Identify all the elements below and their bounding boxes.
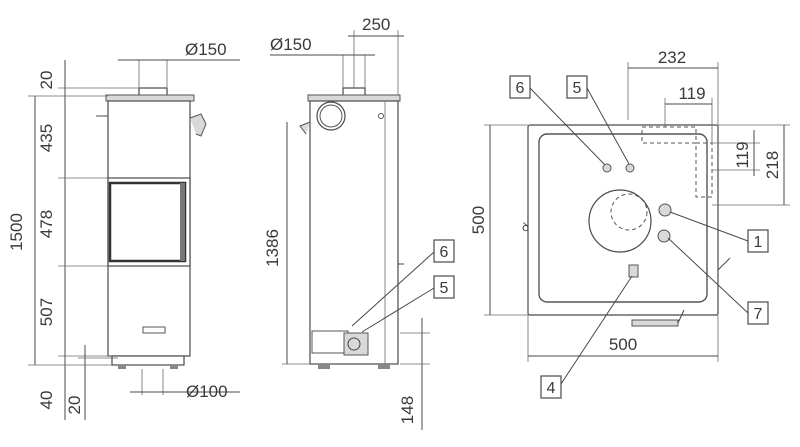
front-foot-right [170, 365, 178, 369]
top-dim-119-right: 119 [733, 141, 752, 168]
top-component-6 [602, 163, 612, 173]
front-window-frame [107, 177, 191, 267]
top-label-7: 7 [754, 306, 763, 323]
top-label-4: 4 [547, 380, 556, 397]
top-flue-outlet-inner [610, 193, 648, 231]
side-leader-5 [361, 287, 435, 333]
side-handle [299, 121, 311, 135]
side-top-cap [307, 94, 401, 102]
front-top-cap [105, 94, 195, 102]
front-dim-507: 507 [37, 298, 56, 326]
top-leader-7 [667, 237, 749, 314]
side-dim-148: 148 [398, 396, 417, 424]
top-dim-500-width: 500 [609, 335, 637, 354]
front-air-control [142, 326, 166, 334]
side-label-5: 5 [440, 280, 449, 297]
top-label-box-6 [509, 75, 531, 99]
top-dim-119-top: 119 [678, 84, 705, 103]
top-label-5: 5 [573, 80, 582, 97]
front-dim-478: 478 [37, 210, 56, 238]
front-handle-right [189, 113, 207, 137]
top-inner-body [538, 133, 708, 303]
front-dim-435: 435 [37, 124, 56, 152]
top-component-5 [625, 163, 635, 173]
side-connector-circle [347, 337, 361, 351]
top-side-tick [717, 257, 731, 271]
top-left-marker-icon: ꝺ [522, 220, 529, 234]
side-dim-250: 250 [362, 15, 390, 34]
side-foot-left [318, 364, 330, 369]
top-dim-218: 218 [763, 151, 782, 179]
top-flue-outlet-outer [588, 189, 652, 253]
top-dim-232: 232 [658, 48, 686, 67]
side-flue-outlet-inner [319, 104, 343, 128]
front-dim-air-100: Ø100 [186, 382, 228, 401]
top-leader-4 [560, 275, 633, 385]
front-foot-left [118, 365, 126, 369]
side-connector [343, 332, 369, 356]
front-dim-flue-150: Ø150 [185, 40, 227, 59]
top-leader-1 [669, 211, 749, 242]
top-label-box-5 [566, 75, 588, 99]
side-flue-outlet-outer [316, 101, 346, 131]
top-component-4 [628, 264, 639, 278]
side-view: 1386 Ø150 250 148 6 5 [263, 15, 455, 430]
side-dim-flue-150: Ø150 [270, 35, 312, 54]
top-component-1 [658, 203, 672, 217]
top-component-7 [657, 229, 671, 243]
front-window-side [180, 183, 185, 261]
side-stove-body [309, 100, 399, 365]
top-view: ꝺ 500 500 232 119 119 218 [469, 48, 790, 399]
front-dim-1500: 1500 [7, 213, 26, 251]
front-dim-20-top: 20 [37, 71, 56, 90]
top-label-1: 1 [754, 234, 763, 251]
side-leader-6 [351, 251, 435, 327]
front-base [111, 355, 185, 366]
top-label-6: 6 [516, 80, 525, 97]
front-view: 20 435 478 507 1500 40 20 Ø150 Ø100 [7, 40, 240, 420]
front-dim-40: 40 [37, 391, 56, 410]
side-knob [378, 113, 384, 119]
side-foot-right [378, 364, 390, 369]
side-dim-1386: 1386 [263, 229, 282, 267]
top-leader-5 [586, 87, 630, 165]
front-dim-20-bottom: 20 [65, 396, 84, 415]
top-dim-500-depth: 500 [469, 206, 488, 234]
side-label-box-5 [433, 275, 455, 299]
side-label-box-6 [433, 239, 455, 263]
top-tray-handle [677, 309, 685, 324]
side-label-6: 6 [440, 244, 449, 261]
top-leader-6 [529, 87, 606, 166]
top-ash-tray [631, 319, 679, 327]
top-label-box-4 [540, 375, 562, 399]
